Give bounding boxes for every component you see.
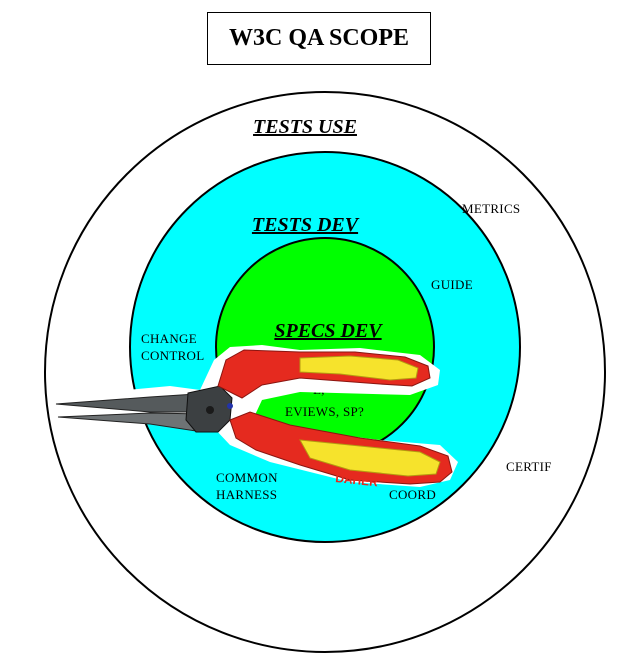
pliers-brand: DAHER <box>335 471 379 489</box>
inner-ring-label: SPECS DEV <box>274 320 383 342</box>
pliers-icon: DAHER <box>52 345 458 489</box>
certif-label: CERTIF <box>506 459 552 474</box>
outer-ring-label: TESTS USE <box>253 116 357 138</box>
change-control-label-line2: CONTROL <box>141 348 205 363</box>
coord-label: COORD <box>389 487 436 502</box>
common-harness-label-line2: HARNESS <box>216 487 277 502</box>
metrics-label: METRICS <box>462 201 520 216</box>
common-harness-label-line1: COMMON <box>216 470 278 485</box>
guide-label: GUIDE <box>431 277 473 292</box>
diagram-title: W3C QA SCOPE <box>207 12 431 65</box>
change-control-label-line1: CHANGE <box>141 331 197 346</box>
reviews-label: EVIEWS, SP? <box>285 404 364 419</box>
middle-ring-label: TESTS DEV <box>252 214 360 236</box>
